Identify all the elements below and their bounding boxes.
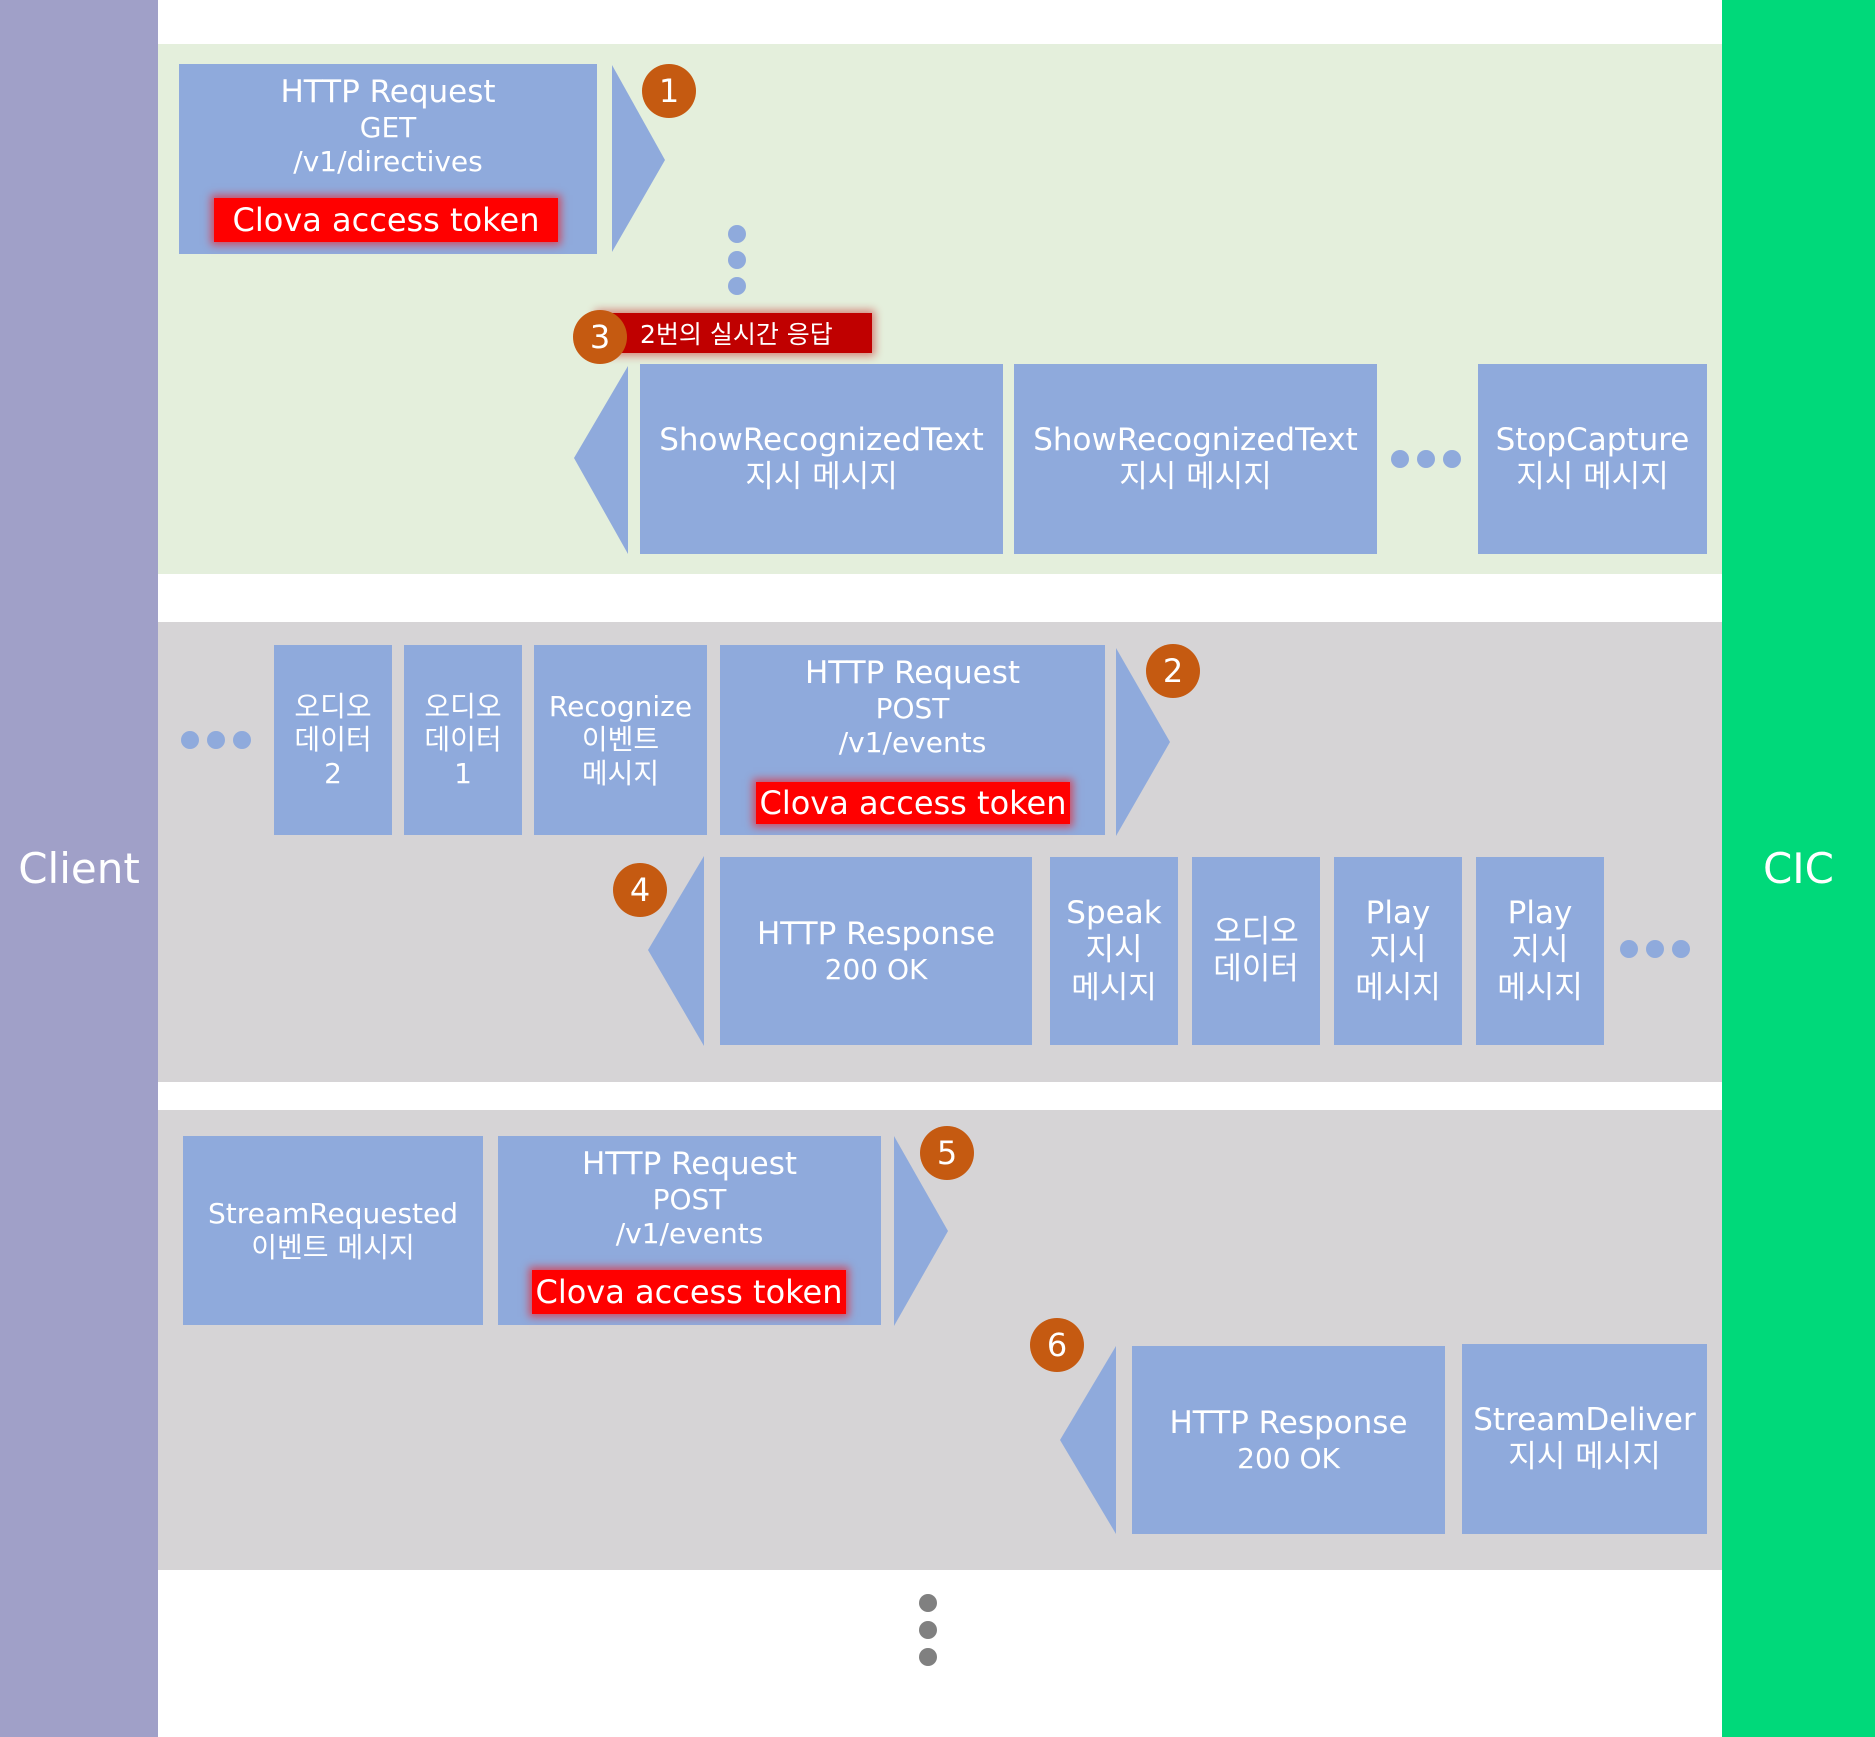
play-directive-box: Play 지시 메시지 bbox=[1334, 857, 1462, 1045]
box-line: 데이터 bbox=[1213, 951, 1299, 987]
box-line: 오디오 bbox=[424, 689, 502, 723]
box-line: 메시지 bbox=[1071, 969, 1157, 1006]
step-badge-5: 5 bbox=[920, 1126, 974, 1180]
directive-box: StopCapture 지시 메시지 bbox=[1478, 364, 1707, 554]
audio-data-1-box: 오디오 데이터 1 bbox=[404, 645, 522, 835]
ellipsis-dot bbox=[1646, 940, 1664, 958]
ellipsis-dot bbox=[207, 731, 225, 749]
ellipsis-dot bbox=[919, 1648, 937, 1666]
box-line: Speak bbox=[1066, 895, 1162, 932]
arrow-right-1 bbox=[612, 65, 665, 252]
box-line: 데이터 bbox=[294, 723, 372, 757]
ellipsis-dot bbox=[233, 731, 251, 749]
box-line: 메시지 bbox=[1355, 969, 1441, 1006]
clova-access-token-1: Clova access token bbox=[214, 198, 558, 242]
directive-desc: 지시 메시지 bbox=[1516, 459, 1669, 495]
request-method: GET bbox=[359, 111, 417, 145]
arrow-right-5 bbox=[894, 1136, 948, 1326]
request-title: HTTP Request bbox=[280, 74, 496, 110]
directive-desc: 지시 메시지 bbox=[745, 459, 898, 495]
ellipsis-dot bbox=[1672, 940, 1690, 958]
box-line: 데이터 bbox=[424, 723, 502, 757]
box-line: 오디오 bbox=[1213, 913, 1299, 950]
client-column: Client bbox=[0, 0, 158, 1737]
box-line: 지시 bbox=[1369, 932, 1427, 969]
box-line: 2 bbox=[324, 756, 342, 790]
ellipsis-dot bbox=[728, 277, 746, 295]
realtime-response-note: 2번의 실시간 응답 bbox=[598, 313, 872, 353]
directive-desc: 지시 메시지 bbox=[1119, 459, 1272, 495]
arrow-right-2 bbox=[1116, 648, 1170, 836]
request-title: HTTP Request bbox=[804, 655, 1021, 691]
step-badge-6: 6 bbox=[1030, 1318, 1084, 1372]
clova-access-token-2: Clova access token bbox=[756, 782, 1070, 824]
step-badge-4: 4 bbox=[613, 863, 667, 917]
response-title: HTTP Response bbox=[1169, 1404, 1408, 1441]
response-title: HTTP Response bbox=[756, 915, 996, 952]
box-line: 이벤트 bbox=[581, 723, 660, 757]
clova-access-token-3: Clova access token bbox=[532, 1270, 846, 1314]
response-status: 200 OK bbox=[1237, 1441, 1340, 1475]
arrow-left-4 bbox=[648, 856, 704, 1046]
event-name: StreamRequested bbox=[207, 1196, 459, 1230]
stream-deliver-directive-box: StreamDeliver 지시 메시지 bbox=[1462, 1344, 1707, 1534]
box-line: 지시 bbox=[1085, 932, 1143, 969]
box-line: 지시 bbox=[1511, 932, 1569, 969]
http-response-box: HTTP Response 200 OK bbox=[1132, 1346, 1445, 1534]
box-line: Play bbox=[1365, 895, 1431, 932]
directive-name: ShowRecognizedText bbox=[659, 421, 984, 458]
ellipsis-dot bbox=[728, 251, 746, 269]
recognize-event-box: Recognize 이벤트 메시지 bbox=[534, 645, 707, 835]
ellipsis-dot bbox=[728, 225, 746, 243]
ellipsis-dot bbox=[1417, 450, 1435, 468]
speak-directive-box: Speak 지시 메시지 bbox=[1050, 857, 1178, 1045]
response-status: 200 OK bbox=[824, 952, 928, 986]
audio-data-2-box: 오디오 데이터 2 bbox=[274, 645, 392, 835]
step-badge-1: 1 bbox=[642, 64, 696, 118]
arrow-left-6 bbox=[1060, 1346, 1116, 1534]
ellipsis-dot bbox=[919, 1594, 937, 1612]
audio-data-box: 오디오 데이터 bbox=[1192, 857, 1320, 1045]
directive-desc: 지시 메시지 bbox=[1508, 1439, 1661, 1475]
directive-box: ShowRecognizedText 지시 메시지 bbox=[640, 364, 1003, 554]
arrow-left-3 bbox=[574, 366, 628, 554]
request-path: /v1/directives bbox=[293, 144, 483, 178]
ellipsis-dot bbox=[919, 1621, 937, 1639]
step-badge-2: 2 bbox=[1146, 644, 1200, 698]
directive-name: StopCapture bbox=[1495, 421, 1690, 458]
ellipsis-dot bbox=[1620, 940, 1638, 958]
box-line: 메시지 bbox=[1497, 969, 1583, 1006]
box-line: Play bbox=[1507, 895, 1573, 932]
client-label: Client bbox=[18, 844, 140, 893]
http-response-box: HTTP Response 200 OK bbox=[720, 857, 1032, 1045]
step-badge-3: 3 bbox=[573, 310, 627, 364]
directive-name: StreamDeliver bbox=[1473, 1401, 1696, 1438]
cic-column: CIC bbox=[1722, 0, 1875, 1737]
request-method: POST bbox=[875, 692, 950, 726]
ellipsis-dot bbox=[1391, 450, 1409, 468]
request-title: HTTP Request bbox=[581, 1146, 798, 1182]
box-line: Recognize bbox=[548, 689, 693, 723]
directive-name: ShowRecognizedText bbox=[1033, 421, 1358, 458]
box-line: 오디오 bbox=[294, 689, 372, 723]
box-line: 1 bbox=[454, 756, 472, 790]
ellipsis-dot bbox=[181, 731, 199, 749]
event-desc: 이벤트 메시지 bbox=[251, 1230, 415, 1264]
request-method: POST bbox=[652, 1183, 727, 1217]
request-path: /v1/events bbox=[615, 1216, 764, 1250]
ellipsis-dot bbox=[1443, 450, 1461, 468]
cic-label: CIC bbox=[1762, 844, 1835, 893]
directive-box: ShowRecognizedText 지시 메시지 bbox=[1014, 364, 1377, 554]
box-line: 메시지 bbox=[581, 756, 660, 790]
stream-requested-event-box: StreamRequested 이벤트 메시지 bbox=[183, 1136, 483, 1325]
play-directive-box: Play 지시 메시지 bbox=[1476, 857, 1604, 1045]
request-path: /v1/events bbox=[838, 725, 987, 759]
